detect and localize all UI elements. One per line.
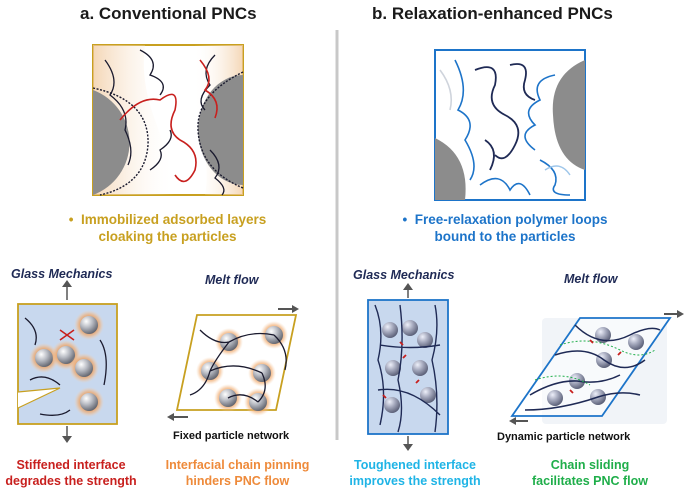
b-melt-label: Melt flow (564, 272, 618, 286)
bullet-dot: • (68, 212, 81, 227)
panel-b-title: b. Relaxation-enhanced PNCs (372, 4, 613, 23)
b-glass-caption-line2: improves the strength (349, 474, 481, 488)
a-melt-illustration (167, 305, 299, 421)
a-glass-label: Glass Mechanics (11, 267, 113, 281)
b-glass-illustration (367, 283, 449, 451)
panel-a-title: a. Conventional PNCs (80, 4, 257, 23)
b-melt-illustration (509, 310, 684, 425)
a-network-label: Fixed particle network (173, 430, 290, 442)
a-glass-caption-line2: degrades the strength (5, 474, 137, 488)
a-melt-caption-line1: Interfacial chain pinning (165, 458, 310, 472)
panel-a-schematic (92, 44, 244, 196)
b-glass-caption-line1: Toughened interface (353, 458, 476, 472)
b-glass-label: Glass Mechanics (353, 268, 455, 282)
panel-a-bullet: • Immobilized adsorbed layers cloaking t… (55, 211, 280, 245)
panel-a-bullet-line1: Immobilized adsorbed layers (80, 212, 267, 227)
panel-b-bullet-line2: bound to the particles (434, 229, 576, 244)
b-melt-caption-line2: facilitates PNC flow (532, 474, 648, 488)
b-network-label: Dynamic particle network (497, 431, 631, 443)
panel-a-bullet-line2: cloaking the particles (98, 229, 237, 244)
panel-b-schematic (434, 49, 586, 201)
a-melt-caption: Interfacial chain pinning hinders PNC fl… (150, 457, 325, 489)
panel-b-bullet: • Free-relaxation polymer loops bound to… (385, 211, 625, 245)
a-glass-illustration (17, 280, 118, 443)
a-melt-caption-line2: hinders PNC flow (185, 474, 290, 488)
panel-b-bullet-line1: Free-relaxation polymer loops (414, 212, 608, 227)
b-melt-caption: Chain sliding facilitates PNC flow (510, 457, 670, 489)
a-glass-caption: Stiffened interface degrades the strengt… (0, 457, 142, 489)
a-melt-label: Melt flow (205, 273, 259, 287)
b-melt-caption-line1: Chain sliding (550, 458, 630, 472)
a-glass-caption-line1: Stiffened interface (16, 458, 126, 472)
bullet-dot: • (402, 212, 415, 227)
b-glass-caption: Toughened interface improves the strengt… (340, 457, 490, 489)
